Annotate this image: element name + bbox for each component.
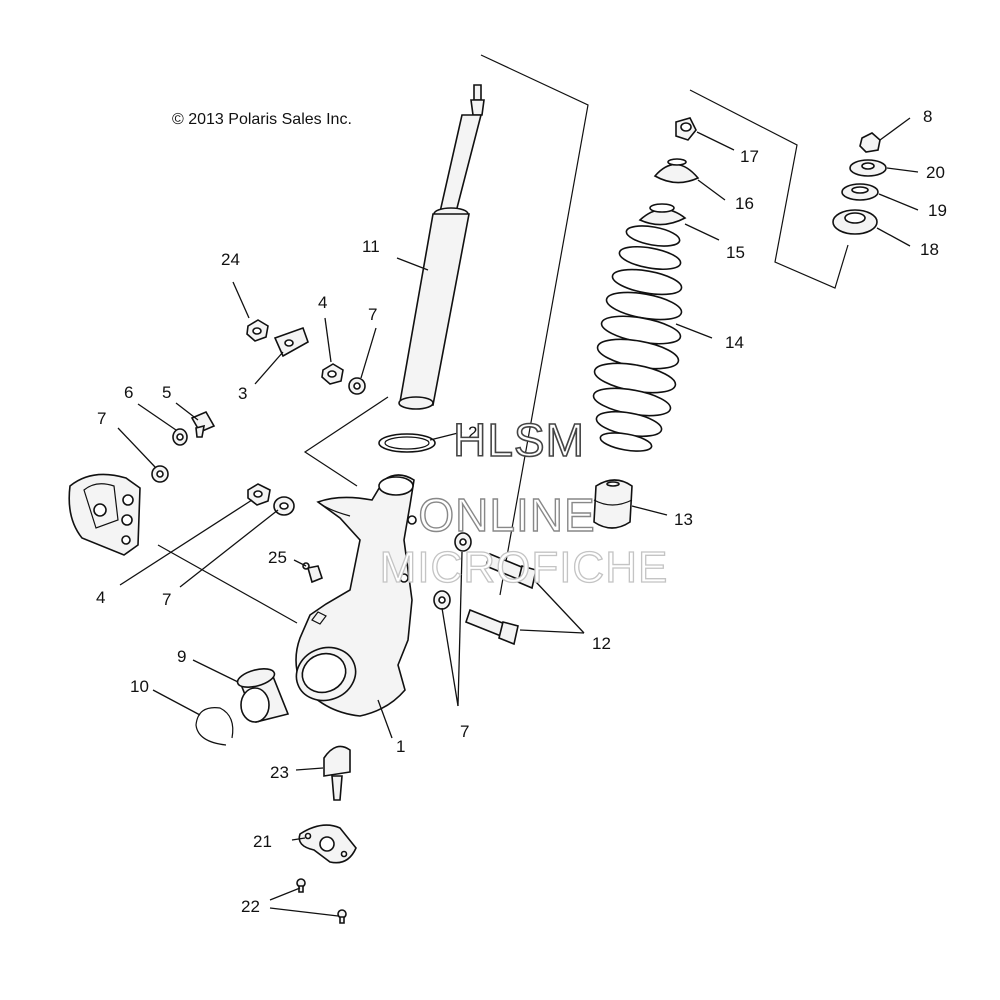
callout-numbers: 1 2 3 4 4 5 6 7 7 7 7 8 9 10 11 12 13 14… — [96, 107, 947, 916]
callout-7-upper: 7 — [368, 305, 377, 324]
callout-4-upper: 4 — [318, 293, 327, 312]
callout-11: 11 — [362, 237, 380, 256]
callout-25: 25 — [268, 548, 287, 567]
callout-14: 14 — [725, 333, 744, 352]
knuckle — [295, 474, 417, 717]
shock-absorber — [398, 84, 485, 410]
callout-1: 1 — [396, 737, 405, 756]
copyright-text: © 2013 Polaris Sales Inc. — [172, 111, 352, 128]
callout-17: 17 — [740, 147, 759, 166]
coil-spring — [592, 225, 683, 452]
callout-8: 8 — [923, 107, 932, 126]
callout-15: 15 — [726, 243, 745, 262]
watermark-line-3: MICROFICHE — [380, 543, 669, 592]
callout-4-lower: 4 — [96, 588, 105, 607]
spring-seat-upper — [653, 158, 700, 184]
brake-caliper — [68, 473, 141, 556]
callout-2: 2 — [468, 423, 477, 442]
bump-stop — [593, 479, 633, 529]
lower-washers — [433, 532, 472, 610]
callout-16: 16 — [735, 194, 754, 213]
wheel-bearing — [236, 668, 290, 723]
callout-18: 18 — [920, 240, 939, 259]
spring-seat-lower — [638, 203, 687, 226]
callout-13: 13 — [674, 510, 693, 529]
mount-stack — [832, 132, 887, 235]
upper-hardware — [246, 319, 366, 395]
callout-19: 19 — [928, 201, 947, 220]
watermark-line-2: ONLINE — [418, 489, 595, 541]
callout-7-lower: 7 — [460, 722, 469, 741]
callout-6: 6 — [124, 383, 133, 402]
mid-hardware — [247, 483, 295, 516]
caliper-bolt-stack — [151, 410, 216, 483]
callout-12: 12 — [592, 634, 611, 653]
plate-screws — [296, 878, 347, 924]
watermark-line-1: HLSM — [453, 414, 585, 466]
leader-lines — [117, 117, 919, 917]
callout-21: 21 — [253, 832, 272, 851]
callout-23: 23 — [270, 763, 289, 782]
callout-10: 10 — [130, 677, 149, 696]
callout-20: 20 — [926, 163, 945, 182]
assembly-lines — [157, 54, 849, 624]
callout-7-mid: 7 — [162, 590, 171, 609]
callout-3: 3 — [238, 384, 247, 403]
knuckle-bolts — [465, 552, 537, 646]
callout-7-left: 7 — [97, 409, 106, 428]
retainer-plate — [298, 824, 357, 864]
callout-5: 5 — [162, 383, 171, 402]
callout-24: 24 — [221, 250, 240, 269]
callout-9: 9 — [177, 647, 186, 666]
grease-fitting — [302, 562, 323, 584]
snap-ring — [195, 707, 234, 746]
watermark: HLSM ONLINE MICROFICHE — [379, 413, 669, 592]
ball-joint — [323, 745, 351, 801]
top-nut-17 — [675, 117, 697, 141]
callout-22: 22 — [241, 897, 260, 916]
